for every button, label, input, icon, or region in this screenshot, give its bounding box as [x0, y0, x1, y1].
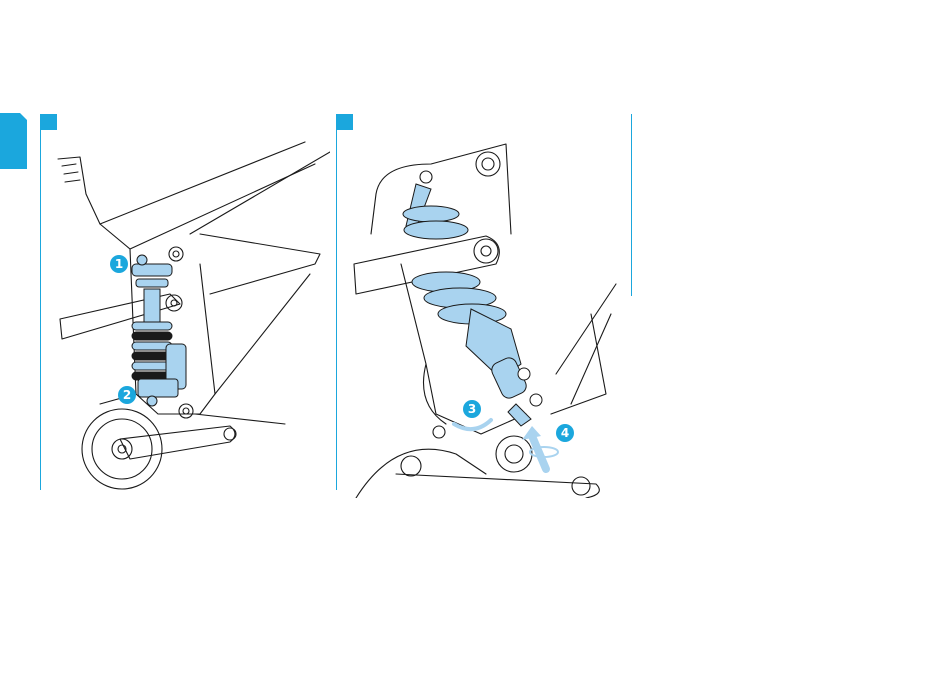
callout-1: 1	[110, 255, 128, 273]
callout-2: 2	[118, 386, 136, 404]
callout-4: 4	[556, 424, 574, 442]
section-tab-marker	[0, 113, 27, 169]
frame-illustration-2	[336, 114, 632, 498]
illustration-panel-2: 3 4	[336, 114, 632, 498]
callout-3: 3	[463, 400, 481, 418]
illustration-panel-1: 1 2	[40, 114, 330, 490]
frame-illustration-1	[40, 114, 330, 490]
